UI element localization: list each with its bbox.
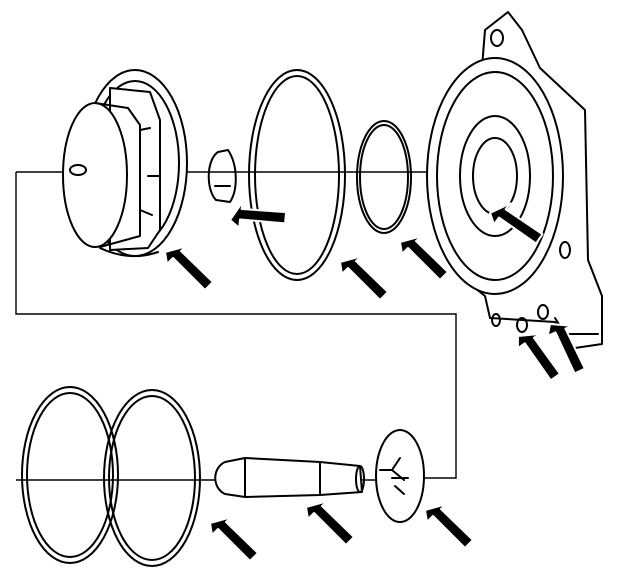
snap-ring-icon [207,149,237,203]
arrow-icon [424,503,474,549]
callout-arrows [164,200,586,562]
arrow-icon [516,332,562,382]
servo-pin-icon [214,457,365,498]
arrow-icon [399,235,449,281]
seal-ring-icon [248,69,346,281]
retainer-clip-icon [375,429,425,523]
servo-cover-icon [426,11,603,349]
piston-housing-icon [62,69,188,258]
arrow-icon [209,516,259,562]
arrow-icon [305,500,355,546]
arrow-icon [489,202,544,245]
o-ring-icon [356,120,412,234]
seal-rings-icon [21,386,201,567]
arrow-icon [339,255,389,301]
arrow-icon [164,245,214,291]
arrow-icon [546,323,586,375]
arrow-icon [229,200,288,229]
